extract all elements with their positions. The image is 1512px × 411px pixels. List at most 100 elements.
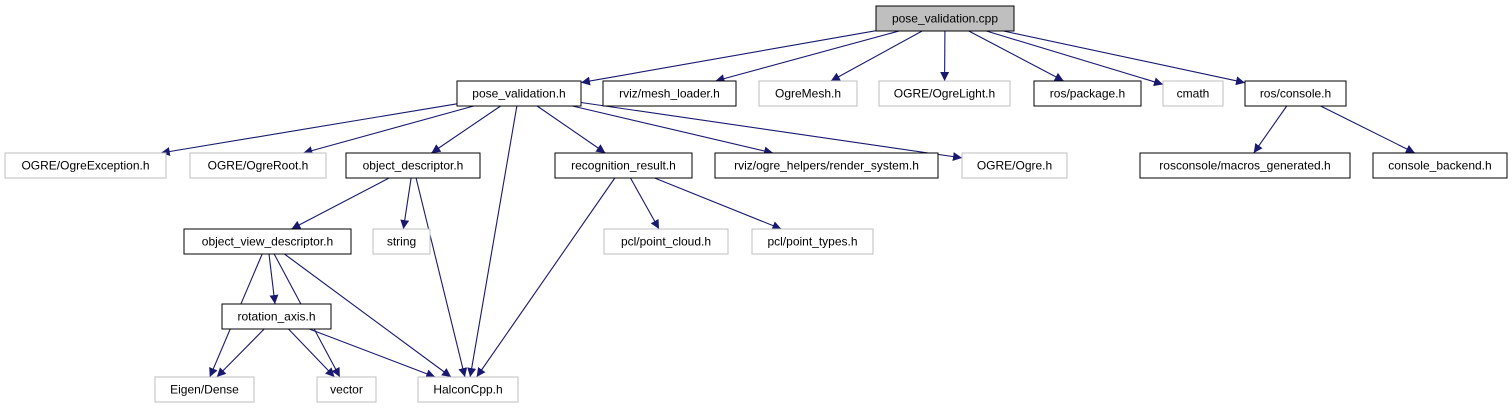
node-box: [372, 228, 431, 255]
node-label: rosconsole/macros_generated.h: [1159, 159, 1330, 173]
node-label: OgreMesh.h: [775, 87, 841, 101]
edge-pose_validation_h-to-ogre_h: [580, 101, 963, 162]
edge-rotation_axis_h-to-eigen_dense: [216, 328, 265, 378]
node-label: pcl/point_cloud.h: [621, 235, 711, 249]
node-label: OGRE/OgreLight.h: [894, 87, 995, 101]
edge-pose_validation_h-to-ogre_exception_h: [160, 103, 458, 156]
node-string: string: [372, 228, 431, 255]
node-box: [183, 228, 352, 255]
node-ros-package-h[interactable]: ros/package.h: [1033, 80, 1142, 107]
node-label: cmath: [1177, 87, 1210, 101]
node-box: [602, 80, 737, 107]
node-box: [878, 80, 1011, 107]
edge-object_view_descriptor_h-to-rotation_axis_h: [268, 253, 279, 305]
node-box: [961, 152, 1068, 179]
node-ogre-mesh-h: OgreMesh.h: [758, 80, 858, 107]
edge-recognition_result_h-to-pcl_point_cloud_h: [630, 177, 660, 230]
node-pose-validation-cpp[interactable]: pose_validation.cpp: [875, 5, 1015, 32]
node-eigen-dense: Eigen/Dense: [154, 376, 255, 403]
node-label: OGRE/Ogre.h: [977, 159, 1052, 173]
node-box: [1033, 80, 1142, 107]
node-label: recognition_result.h: [571, 159, 676, 173]
node-label: ros/console.h: [1260, 87, 1331, 101]
edge-recognition_result_h-to-halconcpp_h: [476, 177, 616, 378]
edge-ros_console_h-to-macros_generated_h: [1253, 105, 1288, 154]
edge-ros_console_h-to-console_backend_h: [1320, 105, 1416, 154]
node-ogre-light-h: OGRE/OgreLight.h: [878, 80, 1011, 107]
edge-pose_validation_h-to-render_system_h: [572, 105, 774, 156]
node-label: pose_validation.h: [472, 87, 565, 101]
edge-pose_validation_h-to-ogre_root_h: [303, 105, 474, 155]
node-box: [345, 152, 481, 179]
node-label: Eigen/Dense: [170, 383, 239, 397]
node-label: OGRE/OgreRoot.h: [208, 159, 309, 173]
node-object-descriptor-h[interactable]: object_descriptor.h: [345, 152, 481, 179]
node-label: string: [387, 235, 416, 249]
node-console-backend-h[interactable]: console_backend.h: [1372, 152, 1508, 179]
node-box: [189, 152, 327, 179]
edge-pose_validation_cpp-to-ros_console_h: [1003, 30, 1246, 86]
node-label: object_view_descriptor.h: [202, 235, 333, 249]
node-label: rviz/ogre_helpers/render_system.h: [734, 159, 919, 173]
node-box: [1372, 152, 1508, 179]
node-box: [751, 228, 874, 255]
edge-pose_validation_cpp-to-pose_validation_h: [580, 30, 877, 86]
node-box: [758, 80, 858, 107]
node-label: console_backend.h: [1388, 159, 1491, 173]
node-object-view-descriptor-h[interactable]: object_view_descriptor.h: [183, 228, 352, 255]
node-ogre-h: OGRE/Ogre.h: [961, 152, 1068, 179]
edge-pose_validation_cpp-to-mesh_loader_h: [715, 30, 900, 83]
node-ros-console-h[interactable]: ros/console.h: [1244, 80, 1347, 107]
node-pcl-point-cloud-h: pcl/point_cloud.h: [603, 228, 729, 255]
node-label: OGRE/OgreException.h: [21, 159, 149, 173]
node-box: [1244, 80, 1347, 107]
node-ogre-exception-h: OGRE/OgreException.h: [4, 152, 167, 179]
node-box: [714, 152, 939, 179]
node-box: [603, 228, 729, 255]
node-pose-validation-h[interactable]: pose_validation.h: [456, 80, 582, 107]
edge-rotation_axis_h-to-halconcpp_h: [309, 328, 436, 378]
node-box: [1162, 80, 1224, 107]
node-recognition-result-h[interactable]: recognition_result.h: [554, 152, 693, 179]
node-box: [554, 152, 693, 179]
node-box: [154, 376, 255, 403]
node-box: [1139, 152, 1351, 179]
node-box: [221, 303, 332, 330]
node-box: [417, 376, 519, 403]
edge-object_descriptor_h-to-object_view_descriptor_h: [291, 177, 390, 230]
edge-pose_validation_h-to-recognition_result_h: [536, 105, 606, 154]
edge-pose_validation_cpp-to-ros_package_h: [968, 30, 1065, 82]
node-box: [875, 5, 1015, 32]
node-render-system-h[interactable]: rviz/ogre_helpers/render_system.h: [714, 152, 939, 179]
node-macros-generated-h[interactable]: rosconsole/macros_generated.h: [1139, 152, 1351, 179]
node-box: [456, 80, 582, 107]
edge-pose_validation_cpp-to-cmath: [986, 30, 1164, 87]
edge-rotation_axis_h-to-vector: [288, 328, 335, 378]
node-ogre-root-h: OGRE/OgreRoot.h: [189, 152, 327, 179]
node-vector: vector: [316, 376, 377, 403]
node-label: HalconCpp.h: [433, 383, 502, 397]
edge-pose_validation_cpp-to-ogre_mesh_h: [830, 30, 923, 82]
node-label: pcl/point_types.h: [767, 235, 857, 249]
node-label: object_descriptor.h: [363, 159, 464, 173]
node-label: rotation_axis.h: [237, 310, 315, 324]
edge-object_descriptor_h-to-string: [400, 177, 412, 230]
node-label: rviz/mesh_loader.h: [619, 87, 720, 101]
node-halconcpp-h: HalconCpp.h: [417, 376, 519, 403]
node-box: [4, 152, 167, 179]
edge-recognition_result_h-to-pcl_point_types_h: [654, 177, 782, 230]
node-pcl-point-types-h: pcl/point_types.h: [751, 228, 874, 255]
node-mesh-loader-h[interactable]: rviz/mesh_loader.h: [602, 80, 737, 107]
node-box: [316, 376, 377, 403]
edge-pose_validation_h-to-object_descriptor_h: [431, 105, 501, 154]
node-cmath: cmath: [1162, 80, 1224, 107]
node-label: vector: [330, 383, 363, 397]
edge-pose_validation_h-to-halconcpp_h: [467, 105, 518, 378]
edge-object_view_descriptor_h-to-halconcpp_h: [284, 253, 452, 378]
node-label: ros/package.h: [1050, 87, 1125, 101]
edge-object_descriptor_h-to-halconcpp_h: [415, 177, 468, 378]
node-rotation-axis-h[interactable]: rotation_axis.h: [221, 303, 332, 330]
node-label: pose_validation.cpp: [892, 12, 998, 26]
